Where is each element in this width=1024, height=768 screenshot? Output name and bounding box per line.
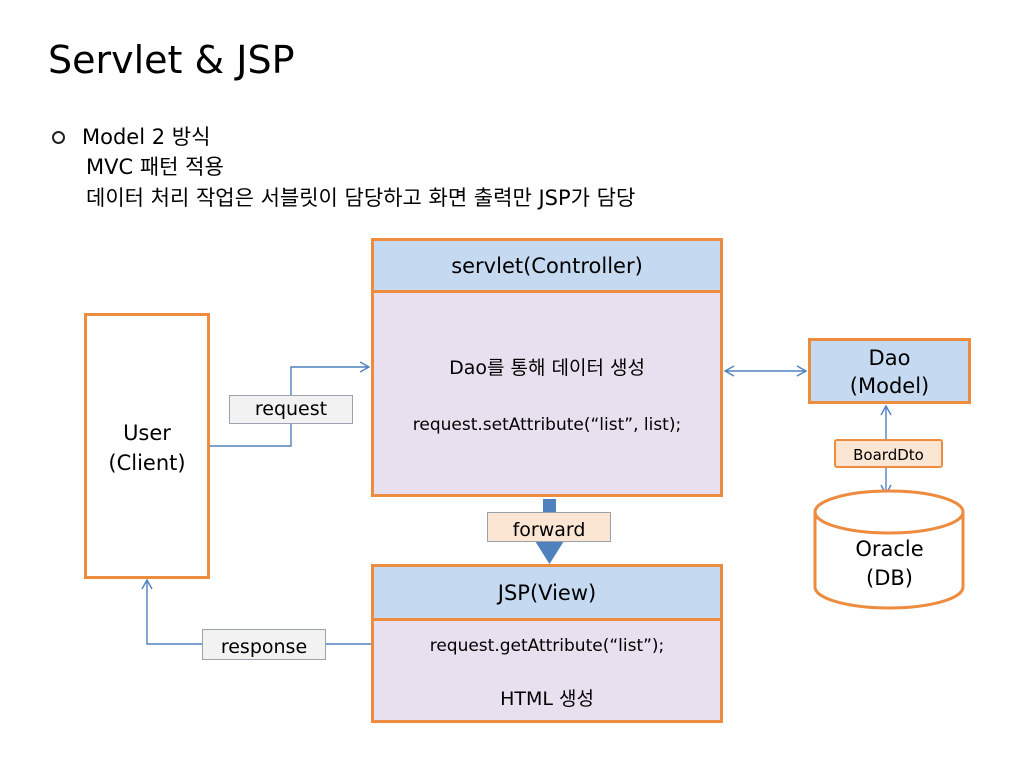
jsp-body: request.getAttribute(“list”); HTML 생성 bbox=[374, 621, 720, 720]
jsp-line-1: request.getAttribute(“list”); bbox=[429, 636, 665, 656]
dao-label: Dao bbox=[868, 346, 911, 370]
db-label: (DB) bbox=[866, 566, 913, 590]
client-label: (Client) bbox=[108, 451, 186, 475]
user-label: User bbox=[123, 421, 171, 445]
model-label: (Model) bbox=[849, 374, 930, 398]
servlet-header: servlet(Controller) bbox=[374, 241, 720, 293]
request-label: request bbox=[229, 395, 353, 424]
database-cylinder-icon bbox=[813, 489, 965, 610]
response-label: response bbox=[202, 629, 326, 660]
jsp-line-2: HTML 생성 bbox=[500, 688, 594, 710]
boarddto-label: BoardDto bbox=[834, 439, 943, 468]
servlet-line-1: Dao를 통해 데이터 생성 bbox=[449, 357, 645, 379]
slide-title: Servlet & JSP bbox=[48, 38, 295, 82]
servlet-controller-box: servlet(Controller) Dao를 통해 데이터 생성 reque… bbox=[371, 238, 723, 497]
jsp-header: JSP(View) bbox=[374, 567, 720, 621]
bullet-circle-icon bbox=[52, 131, 65, 144]
oracle-label: Oracle bbox=[855, 537, 924, 561]
dao-model-box: Dao (Model) bbox=[808, 338, 971, 404]
jsp-view-box: JSP(View) request.getAttribute(“list”); … bbox=[371, 564, 723, 723]
servlet-body: Dao를 통해 데이터 생성 request.setAttribute(“lis… bbox=[374, 293, 720, 494]
user-client-box: User (Client) bbox=[84, 313, 210, 579]
database-label: Oracle (DB) bbox=[812, 535, 967, 593]
bullet-line-1: Model 2 방식 bbox=[82, 125, 211, 149]
bullet-line-2: MVC 패턴 적용 bbox=[86, 155, 224, 179]
bullet-line-3: 데이터 처리 작업은 서블릿이 담당하고 화면 출력만 JSP가 담당 bbox=[86, 186, 636, 210]
servlet-line-2: request.setAttribute(“list”, list); bbox=[412, 415, 682, 435]
forward-label: forward bbox=[487, 512, 611, 542]
